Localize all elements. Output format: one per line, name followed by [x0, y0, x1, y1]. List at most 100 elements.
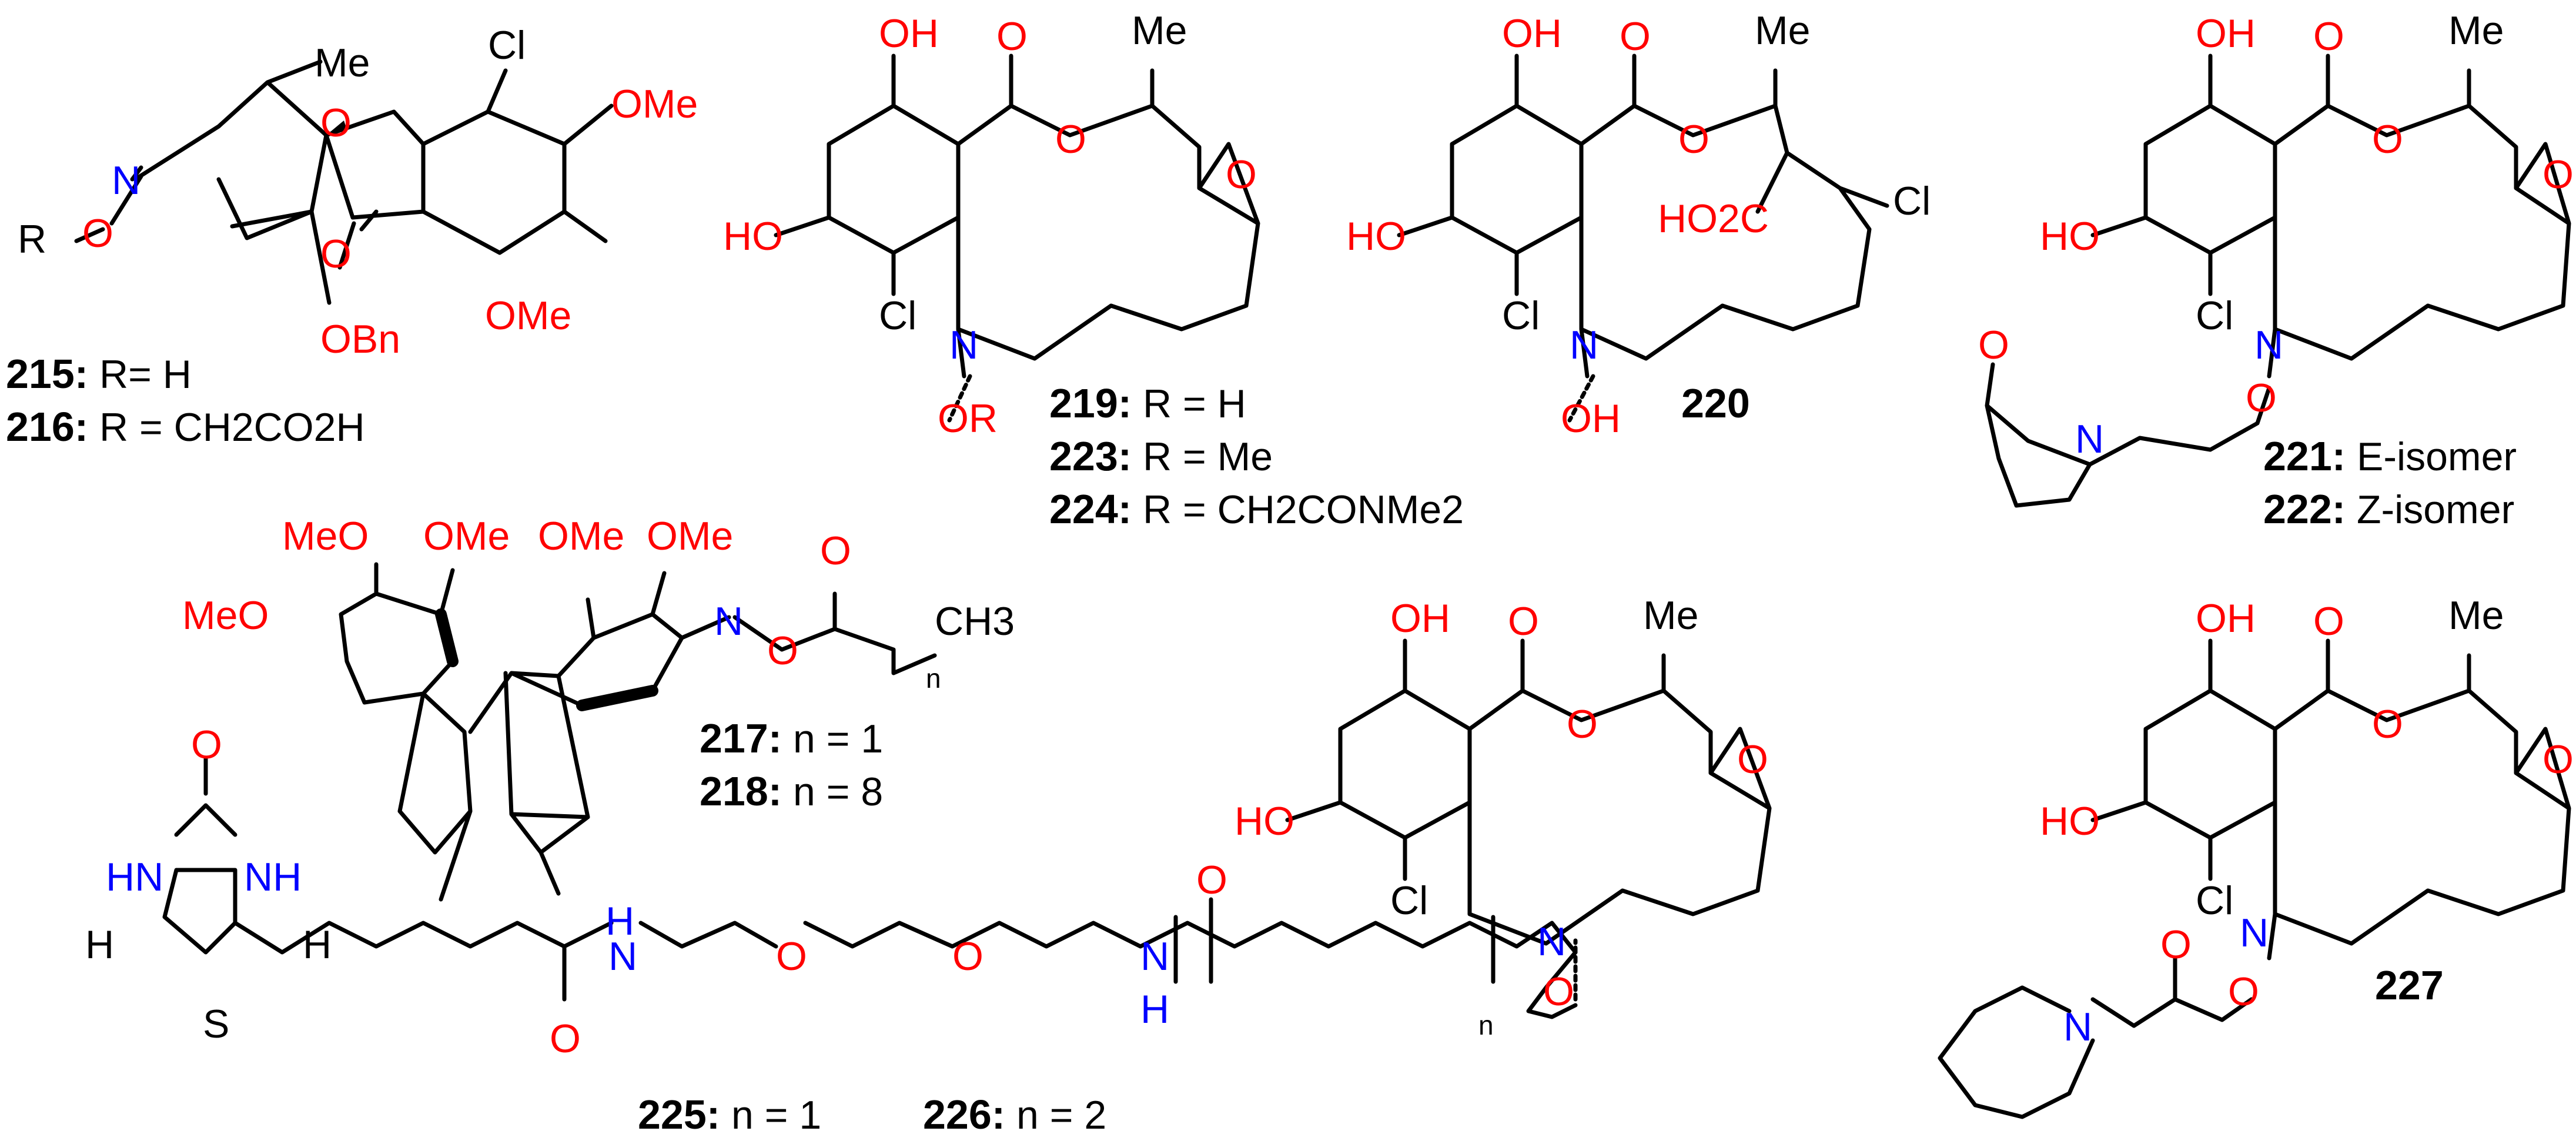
atom-ome-215-a: OMe — [611, 82, 698, 126]
atom-cl-sidechain-220: Cl — [1893, 179, 1931, 223]
atom-ho-220: HO — [1346, 214, 1406, 259]
atom-o-carbonyl-225: O — [1508, 599, 1539, 644]
atom-o-amide-227: O — [2160, 922, 2192, 967]
atom-o-ether1-225: O — [776, 934, 807, 979]
atom-o-lactone-219: O — [1055, 117, 1086, 162]
atom-n-oxime-225: N — [1537, 919, 1566, 964]
atom-ho-219: HO — [723, 214, 783, 259]
atom-o-epoxide-225: O — [1737, 737, 1768, 782]
atom-oh-221: OH — [2196, 11, 2256, 56]
atom-or-219: OR — [938, 396, 998, 441]
atom-meo-217-e: MeO — [182, 593, 269, 638]
label-215: 215: R= H — [6, 351, 192, 397]
label-225: 225: n = 1 — [638, 1092, 821, 1137]
label-220: 220 — [1681, 380, 1750, 426]
atom-o-lactone-220: O — [1678, 117, 1709, 162]
atom-ho-221: HO — [2040, 214, 2100, 259]
structure-217-218: MeO OMe OMe OMe MeO N O O CH3 n 217: n =… — [182, 514, 1015, 902]
atom-n-215: N — [112, 158, 140, 203]
structure-221-222: OH O Me O O HO Cl N O O N 221: E-isomer … — [1978, 8, 2574, 532]
label-224: 224: R = CH2CONMe2 — [1049, 486, 1464, 532]
atom-oh-219: OH — [879, 11, 939, 56]
label-217: 217: n = 1 — [700, 715, 883, 761]
atom-ome-217-b: OMe — [423, 514, 510, 558]
atom-n-amide2-225: N — [1140, 934, 1169, 979]
atom-me-221: Me — [2448, 8, 2504, 53]
atom-o-oxime-225: O — [1543, 969, 1574, 1014]
atom-nh-225: NH — [244, 855, 302, 899]
atom-oh-220: OH — [1502, 11, 1562, 56]
label-227: 227 — [2375, 962, 2444, 1008]
atom-o-ether2-225: O — [952, 934, 983, 979]
atom-n-219: N — [949, 323, 978, 367]
atom-n-subscript-225: n — [1478, 1010, 1494, 1040]
atom-o-ring-215: O — [320, 101, 352, 145]
atom-me-219: Me — [1132, 8, 1187, 53]
atom-o-carbonyl-217: O — [820, 528, 851, 573]
label-219: 219: R = H — [1049, 380, 1246, 426]
atom-n-lactam-221: N — [2075, 417, 2104, 461]
atom-s-225: S — [203, 1002, 229, 1046]
atom-o-carbonyl-220: O — [1620, 14, 1651, 59]
atom-o-epoxide-221: O — [2542, 152, 2574, 197]
atom-o-217: O — [767, 628, 798, 673]
atom-o-carbonyl-219: O — [996, 14, 1028, 59]
label-216: 216: R = CH2CO2H — [6, 404, 365, 450]
atom-n-220: N — [1570, 323, 1598, 367]
atom-o-lactam-221: O — [1978, 323, 2009, 367]
atom-o-amide1-225: O — [550, 1016, 581, 1061]
atom-h-right-225: H — [303, 922, 332, 967]
atom-o-lactone-221: O — [2372, 117, 2403, 162]
atom-me-215: Me — [315, 41, 370, 85]
atom-oh-oxime-220: OH — [1561, 396, 1621, 441]
label-222: 222: Z-isomer — [2263, 486, 2514, 532]
atom-ch3-217: CH3 — [935, 599, 1015, 644]
atom-o-oxime-227: O — [2228, 969, 2259, 1014]
structure-227: OH O Me O O HO Cl N O O N 227 — [1938, 593, 2574, 1119]
atom-me-225: Me — [1643, 593, 1698, 638]
structure-215-216: Me Cl OMe OMe O O OBn N O R 215: R= H 21… — [6, 23, 698, 450]
atom-cl-227: Cl — [2196, 878, 2233, 923]
atom-o-carbonyl-227: O — [2313, 599, 2344, 644]
atom-cl-225: Cl — [1390, 878, 1428, 923]
label-221: 221: E-isomer — [2263, 433, 2517, 479]
atom-n-amide1-225: N — [608, 934, 637, 979]
atom-oh-227: OH — [2196, 596, 2256, 641]
structure-225-226: O HN NH H H S H N O O O N H O n O N OH O… — [85, 593, 1772, 1137]
atom-o-oxime-215: O — [82, 211, 113, 256]
atom-cl-221: Cl — [2196, 293, 2233, 338]
atom-cl-220: Cl — [1502, 293, 1540, 338]
atom-o-keto-215: O — [320, 232, 352, 276]
atom-n-piperidine-227: N — [2063, 1005, 2092, 1049]
atom-nh-amide1-225: H — [605, 899, 634, 943]
atom-obn-215: OBn — [320, 317, 400, 362]
label-226: 226: n = 2 — [923, 1092, 1106, 1137]
atom-h-amide2-225: H — [1140, 987, 1169, 1032]
label-218: 218: n = 8 — [700, 768, 883, 814]
atom-me-227: Me — [2448, 593, 2504, 638]
atom-ome-217-c: OMe — [538, 514, 624, 558]
structure-220: OH O Me O HO2C Cl HO Cl N OH 220 — [1346, 8, 1931, 441]
atom-ho2c-220: HO2C — [1658, 196, 1769, 241]
atom-n-subscript-217: n — [926, 663, 941, 694]
atom-oh-225: OH — [1390, 596, 1450, 641]
atom-o-lactone-227: O — [2372, 702, 2403, 747]
atom-o-carbonyl-221: O — [2313, 14, 2344, 59]
atom-ome-215-b: OMe — [485, 293, 571, 338]
atom-r-215: R — [18, 217, 46, 262]
atom-ho-225: HO — [1235, 799, 1294, 844]
structure-219-223-224: OH O Me O O HO Cl N OR 219: R = H 223: R… — [723, 8, 1464, 532]
atom-o-lactone-225: O — [1567, 702, 1598, 747]
atom-cl-215: Cl — [488, 23, 526, 68]
atom-ome-217-d: OMe — [647, 514, 733, 558]
atom-ho-227: HO — [2040, 799, 2100, 844]
atom-o-urea-225: O — [191, 722, 222, 767]
atom-hn-225: HN — [106, 855, 163, 899]
label-223: 223: R = Me — [1049, 433, 1273, 479]
atom-n-221: N — [2254, 323, 2283, 367]
atom-meo-217-a: MeO — [282, 514, 369, 558]
atom-n-227: N — [2240, 911, 2269, 955]
atom-o-epoxide-219: O — [1226, 152, 1257, 197]
atom-h-left-225: H — [85, 922, 114, 967]
